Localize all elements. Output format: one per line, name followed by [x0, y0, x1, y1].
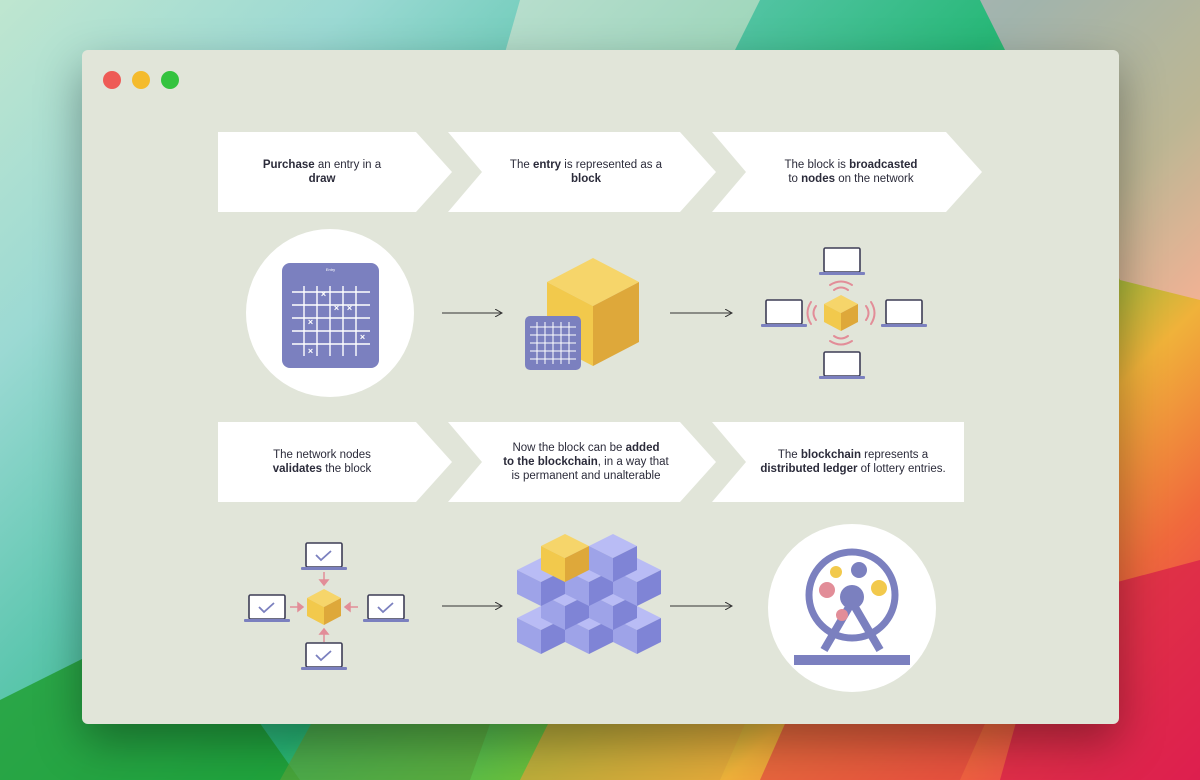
step-1-keyword: Purchase [262, 159, 315, 171]
svg-text:×: × [347, 303, 352, 313]
minimize-button[interactable] [132, 71, 150, 89]
svg-text:×: × [334, 303, 339, 313]
laptop-icon [818, 247, 866, 276]
laptop-icon [300, 642, 348, 671]
blockchain-cubes-icon [517, 534, 661, 654]
laptop-icon [300, 542, 348, 571]
laptop-icon [362, 594, 410, 623]
lottery-wheel-icon [768, 524, 936, 692]
svg-text:×: × [308, 346, 313, 356]
ticket-title: Entry [326, 267, 335, 272]
validation-network [243, 542, 410, 671]
process-illustrations: Entry × × × × × × [243, 229, 936, 692]
laptop-icon [818, 351, 866, 380]
svg-text:×: × [360, 332, 365, 342]
lottery-ticket-icon: Entry × × × × × × [246, 229, 414, 397]
zoom-button[interactable] [161, 71, 179, 89]
broadcast-network [760, 247, 928, 380]
block-cube-icon [307, 589, 341, 625]
laptop-icon [243, 594, 291, 623]
svg-text:×: × [308, 317, 313, 327]
block-cube-icon [824, 295, 858, 331]
svg-text:×: × [321, 289, 326, 299]
block-cube-icon [525, 258, 639, 370]
signal-wave-icon [806, 280, 876, 346]
close-button[interactable] [103, 71, 121, 89]
laptop-icon [880, 299, 928, 328]
laptop-icon [760, 299, 808, 328]
